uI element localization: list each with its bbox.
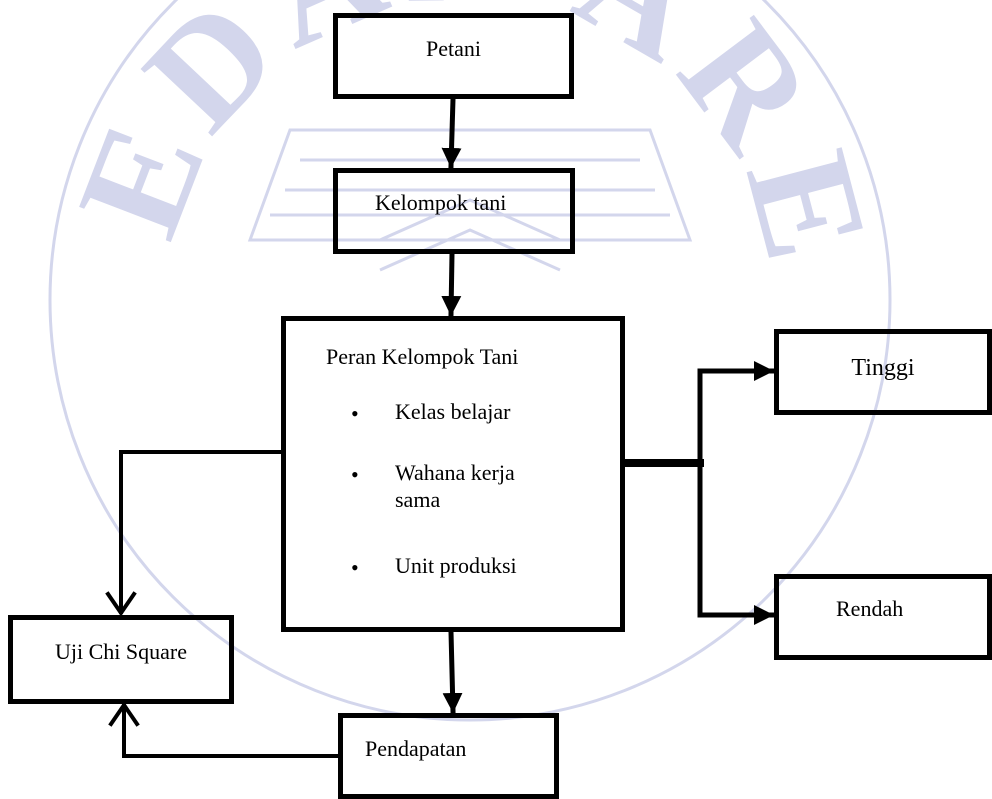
role-label: Wahana kerja sama [395, 460, 515, 512]
node-tinggi: Tinggi [774, 329, 992, 415]
role-label: Kelas belajar [395, 399, 511, 424]
node-petani-label: Petani [426, 36, 481, 61]
bullet-icon: • [351, 555, 359, 581]
bullet-icon: • [351, 401, 359, 426]
node-petani: Petani [333, 13, 574, 99]
edge-peran-to-tinggi [622, 361, 775, 466]
node-kelompok-tani: Kelompok tani [333, 168, 575, 254]
role-item: • Unit produksi [341, 553, 565, 581]
node-rendah-label: Rendah [836, 596, 904, 621]
node-uji-chi-square: Uji Chi Square [8, 615, 234, 704]
node-uji-chi-square-label: Uji Chi Square [55, 639, 187, 664]
edge-petani-to-kelompok [441, 96, 462, 169]
node-tinggi-label: Tinggi [851, 355, 915, 381]
edge-peran-to-rendah [697, 460, 775, 625]
node-kelompok-tani-label: Kelompok tani [375, 190, 507, 215]
node-peran-title: Peran Kelompok Tani [326, 344, 519, 369]
edge-pendapatan-to-uji [122, 704, 340, 758]
bullet-icon: • [351, 462, 359, 488]
node-rendah: Rendah [774, 574, 992, 660]
node-pendapatan-label: Pendapatan [365, 736, 467, 761]
node-peran-kelompok-tani: Peran Kelompok Tani • Kelas belajar • Wa… [281, 316, 625, 632]
node-pendapatan: Pendapatan [338, 713, 559, 799]
edge-kelompok-to-peran [441, 251, 462, 317]
edge-peran-to-pendapatan [442, 629, 463, 714]
role-item: • Kelas belajar [341, 399, 565, 426]
edge-peran-to-uji [119, 450, 283, 614]
role-list: • Kelas belajar • Wahana kerja sama • Un… [341, 399, 565, 580]
role-item: • Wahana kerja sama [341, 460, 565, 513]
role-label: Unit produksi [395, 553, 517, 579]
